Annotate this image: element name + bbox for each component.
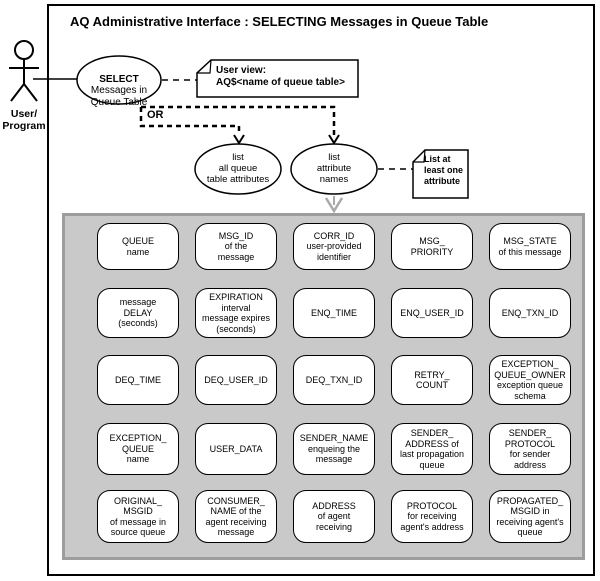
- attribute-box: MSG_ID of the message: [195, 223, 277, 270]
- attribute-box: EXPIRATION interval message expires (sec…: [195, 288, 277, 338]
- user-actor-icon: [9, 40, 39, 102]
- attribute-box: PROTOCOL for receiving agent's address: [391, 490, 473, 543]
- figure-border: [47, 4, 595, 576]
- attribute-box: USER_DATA: [195, 423, 277, 475]
- or-branch-dashed: [139, 105, 336, 135]
- attribute-row: DEQ_TIME DEQ_USER_ID DEQ_TXN_ID RETRY_ C…: [97, 355, 582, 405]
- attribute-box: SENDER_ ADDRESS of last propagation queu…: [391, 423, 473, 475]
- select-keyword: SELECT: [99, 73, 139, 85]
- user-view-heading: User view:: [216, 65, 267, 76]
- attribute-note-label: List at least one attribute: [424, 154, 464, 186]
- user-view-note-label: User view: AQ$<name of queue table>: [216, 65, 356, 89]
- attribute-box: DEQ_USER_ID: [195, 355, 277, 405]
- attribute-box: ADDRESS of agent receiving: [293, 490, 375, 543]
- attribute-box: MSG_ PRIORITY: [391, 223, 473, 270]
- list-names-ellipse: [290, 143, 378, 195]
- gray-arrow-down-icon: [324, 196, 344, 214]
- attribute-box: SENDER_ PROTOCOL for sender address: [489, 423, 571, 475]
- attribute-box: QUEUE name: [97, 223, 179, 270]
- attribute-box: CONSUMER_ NAME of the agent receiving me…: [195, 490, 277, 543]
- attribute-box: ENQ_TXN_ID: [489, 288, 571, 338]
- list-all-ellipse: [194, 143, 282, 195]
- user-view-body: AQ$<name of queue table>: [216, 77, 345, 88]
- attribute-box: ENQ_TIME: [293, 288, 375, 338]
- arrow-down-icon: [328, 134, 340, 145]
- attribute-box: CORR_ID user-provided identifier: [293, 223, 375, 270]
- attribute-box: DEQ_TIME: [97, 355, 179, 405]
- attribute-row: message DELAY (seconds) EXPIRATION inter…: [97, 288, 582, 338]
- or-label: OR: [147, 109, 164, 121]
- attribute-box: RETRY_ COUNT: [391, 355, 473, 405]
- attribute-box: ENQ_USER_ID: [391, 288, 473, 338]
- attribute-box: PROPAGATED_ MSGID in receiving agent's q…: [489, 490, 571, 543]
- attribute-box: message DELAY (seconds): [97, 288, 179, 338]
- actor-label: User/ Program: [2, 108, 46, 132]
- attribute-box: EXCEPTION_ QUEUE name: [97, 423, 179, 475]
- attribute-box: SENDER_NAME enqueing the message: [293, 423, 375, 475]
- attribute-box: EXCEPTION_ QUEUE_OWNER exception queue s…: [489, 355, 571, 405]
- attribute-box: ORIGINAL_ MSGID of message in source que…: [97, 490, 179, 543]
- attributes-panel: QUEUE name MSG_ID of the message CORR_ID…: [62, 213, 585, 560]
- page-title: AQ Administrative Interface : SELECTING …: [70, 14, 489, 29]
- select-ellipse: [76, 55, 162, 105]
- list-names-ellipse-label: list attribute names: [316, 152, 352, 185]
- attribute-row: ORIGINAL_ MSGID of message in source que…: [97, 490, 582, 543]
- attribute-row: EXCEPTION_ QUEUE name USER_DATA SENDER_N…: [97, 423, 582, 475]
- user-view-note-icon: [196, 59, 359, 98]
- attribute-note-icon: [412, 149, 469, 199]
- arrow-down-icon: [233, 134, 245, 145]
- attribute-box: MSG_STATE of this message: [489, 223, 571, 270]
- list-all-ellipse-label: list all queue table attributes: [206, 152, 270, 185]
- attribute-row: QUEUE name MSG_ID of the message CORR_ID…: [97, 223, 582, 270]
- attribute-box: DEQ_TXN_ID: [293, 355, 375, 405]
- select-rest: Messages in Queue Table: [90, 85, 148, 108]
